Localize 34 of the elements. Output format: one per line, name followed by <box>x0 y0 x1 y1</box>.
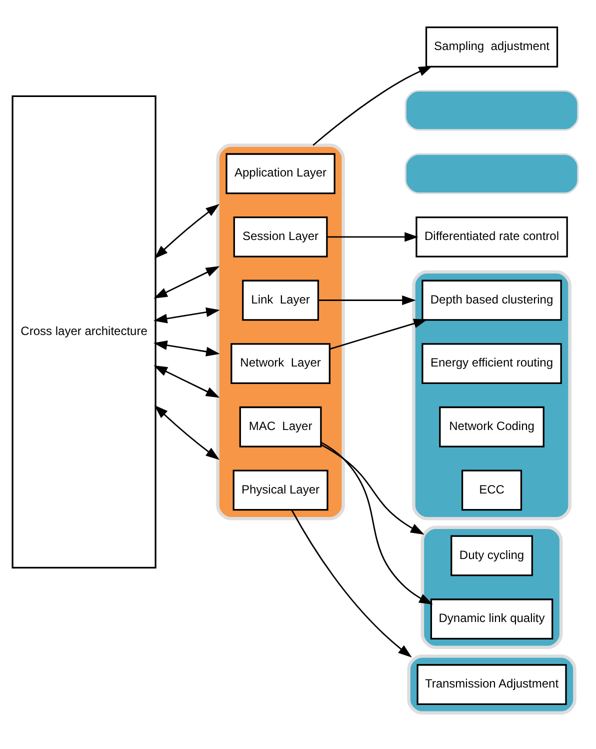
node-box: Application Layer <box>226 153 336 194</box>
arrow <box>320 442 433 605</box>
node-box <box>404 90 579 131</box>
node-box: MAC Layer <box>239 406 322 448</box>
node-box: Energy efficient routing <box>422 343 562 384</box>
arrow <box>154 204 220 259</box>
arrow <box>153 307 220 324</box>
node-box: ECC <box>461 470 522 511</box>
node-box: Differentiated rate control <box>416 216 568 258</box>
arrow <box>318 295 416 306</box>
node-box: Physical Layer <box>232 470 328 511</box>
node-box: Session Layer <box>233 216 328 258</box>
node-box: Depth based clustering <box>422 280 562 321</box>
arrow <box>153 340 220 356</box>
arrow <box>326 232 418 242</box>
arrow <box>154 405 220 460</box>
node-box: Network Layer <box>230 343 330 384</box>
node-box: Duty cycling <box>450 535 533 576</box>
node-box: Network Coding <box>439 406 544 448</box>
cluster <box>407 654 576 715</box>
arrow <box>320 444 424 535</box>
node-box: Dynamic link quality <box>430 598 554 640</box>
cluster <box>216 144 345 520</box>
node-box: Transmission Adjustment <box>416 664 567 705</box>
node-box: Link Layer <box>242 280 320 321</box>
node-box: Cross layer architecture <box>12 95 156 569</box>
cluster <box>420 526 563 650</box>
arrow <box>312 66 433 146</box>
arrow <box>291 510 412 658</box>
arrow <box>154 266 220 298</box>
arrow <box>330 318 428 350</box>
arrow <box>154 365 220 398</box>
node-box: Sampling adjustment <box>425 26 558 68</box>
node-box <box>404 153 579 194</box>
